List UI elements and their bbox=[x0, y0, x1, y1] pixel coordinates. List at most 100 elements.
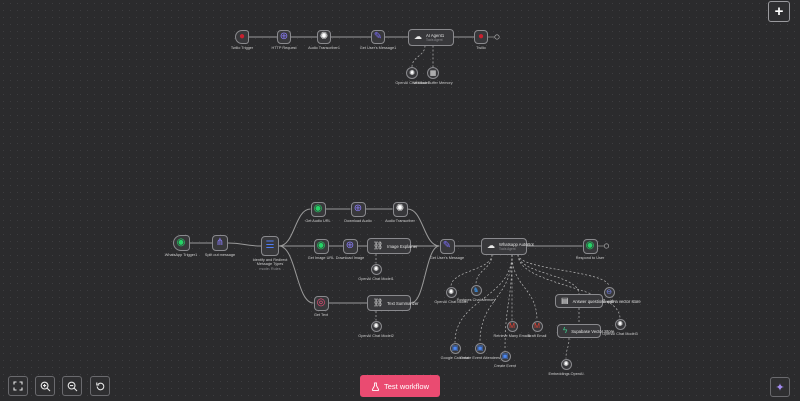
link-icon: ⛓ bbox=[373, 241, 384, 250]
node-download-image[interactable]: ⊕ bbox=[342, 238, 358, 254]
serpapi-icon: ⊖ bbox=[606, 288, 612, 296]
node-identify-message-types[interactable]: ☰ bbox=[261, 236, 279, 256]
ask-ai-button[interactable]: ✦ bbox=[770, 377, 790, 397]
node-http-request[interactable]: ⊕ bbox=[277, 30, 291, 44]
node-sublabel: mode: Rules bbox=[259, 266, 281, 271]
node-whatsapp-trigger[interactable]: ◉ bbox=[172, 235, 190, 251]
zoom-out-button[interactable] bbox=[62, 376, 82, 396]
node-twilio[interactable]: ● bbox=[474, 30, 488, 44]
add-node-button[interactable]: + bbox=[768, 1, 790, 22]
node-label: Get User's Message bbox=[425, 256, 469, 260]
connector-identify-message-types-get-audio-url[interactable] bbox=[278, 208, 311, 247]
connector-identify-message-types-get-text[interactable] bbox=[278, 245, 314, 304]
connector-text-summarizer-get-users-message-main[interactable] bbox=[410, 245, 440, 304]
node-openai-chat-model-main[interactable]: ✺ bbox=[445, 286, 457, 298]
node-postgres-chat-memory[interactable]: ♞ bbox=[470, 284, 482, 296]
ai-connector-whatsapp-autobot-create-event-attendees[interactable] bbox=[479, 254, 513, 343]
sparkle-icon: ✦ bbox=[775, 381, 785, 394]
node-openai-chat-model2[interactable]: ✺ bbox=[370, 320, 382, 332]
zoom-to-fit-button[interactable] bbox=[8, 376, 28, 396]
add-next-node-handle[interactable] bbox=[603, 243, 609, 249]
node-openai-chat-model-top[interactable]: ✺ bbox=[406, 67, 418, 79]
zoom-in-button[interactable] bbox=[35, 376, 55, 396]
node-split-out-message[interactable]: ⋔ bbox=[212, 235, 228, 251]
node-label: HTTP Request bbox=[262, 46, 306, 50]
node-label: SerpAPI bbox=[587, 300, 631, 304]
switch-icon: ☰ bbox=[265, 240, 275, 251]
node-label: Download Audio bbox=[336, 219, 380, 223]
node-label-text: Twilio bbox=[476, 46, 486, 50]
gmail-icon: M bbox=[509, 322, 515, 330]
node-label-text: SerpAPI bbox=[601, 299, 617, 304]
node-label: Get User's Message1 bbox=[356, 46, 400, 50]
node-answer-questions[interactable]: ▤Answer questions with a vector store bbox=[555, 294, 641, 308]
node-label-text: Respond to User bbox=[575, 255, 605, 260]
whatsapp-icon: ◉ bbox=[316, 240, 326, 251]
node-text-summarizer[interactable]: ⛓Text Summarizer bbox=[367, 295, 419, 311]
openai-icon: ✺ bbox=[395, 203, 405, 214]
pencil-icon: ✎ bbox=[442, 240, 452, 251]
node-label-text: OpenAI Chat Model1 bbox=[358, 276, 394, 281]
node-label: Google Calendar bbox=[433, 356, 477, 360]
node-window-buffer-memory[interactable]: ▦ bbox=[427, 67, 439, 79]
node-label-text: Get User's Message1 bbox=[359, 46, 397, 50]
ai-connector-whatsapp-autobot-postgres-chat-memory[interactable] bbox=[475, 254, 493, 285]
node-label: Get Text bbox=[299, 313, 343, 317]
reset-icon bbox=[95, 382, 104, 390]
node-get-image-url[interactable]: ◉ bbox=[313, 238, 329, 254]
node-get-users-message-top[interactable]: ✎ bbox=[371, 30, 385, 44]
ai-connector-whatsapp-autobot-openai-chat-model-main[interactable] bbox=[450, 254, 493, 287]
node-respond-to-user[interactable]: ◉ bbox=[582, 238, 598, 254]
node-serpapi[interactable]: ⊖ bbox=[603, 286, 615, 298]
node-label-text: Identify and Redirect Message Types bbox=[252, 258, 288, 267]
node-image-explainer[interactable]: ⛓Image Explainer bbox=[367, 238, 417, 254]
node-create-event[interactable]: ▣ bbox=[499, 350, 511, 362]
node-audio-transcriber-main[interactable]: ✺ bbox=[392, 201, 408, 217]
node-get-text[interactable]: ◎ bbox=[313, 295, 329, 311]
calendar-icon: ▣ bbox=[476, 344, 484, 352]
node-label: OpenAI Chat Model1 bbox=[354, 277, 398, 281]
ai-connector-whatsapp-autobot-serpapi[interactable] bbox=[517, 254, 610, 287]
node-download-audio[interactable]: ⊕ bbox=[350, 201, 366, 217]
node-label-text: Audio Transcriber bbox=[385, 218, 415, 223]
node-label-text: Window Buffer Memory bbox=[413, 81, 453, 85]
ai-connector-ai-agent-top-openai-chat-model-top[interactable] bbox=[411, 45, 426, 68]
node-audio-transcriber[interactable]: ✺ bbox=[317, 30, 331, 44]
add-next-node-handle[interactable] bbox=[494, 34, 500, 40]
node-label: Window Buffer Memory bbox=[411, 81, 455, 85]
test-workflow-button[interactable]: Test workflow bbox=[360, 375, 440, 397]
ai-connector-whatsapp-autobot-answer-questions[interactable] bbox=[517, 254, 580, 295]
flask-icon bbox=[371, 381, 380, 391]
node-retrieve-many-emails[interactable]: M bbox=[506, 320, 518, 332]
calendar-icon: ▣ bbox=[501, 352, 509, 360]
ai-connector-whatsapp-autobot-draft-email[interactable] bbox=[511, 254, 538, 321]
node-label-text: Create Event Attendees bbox=[459, 355, 501, 360]
globe-icon: ⊕ bbox=[345, 240, 355, 251]
node-label: Get Audio URL bbox=[296, 219, 340, 223]
node-openai-chat-model3[interactable]: ✺ bbox=[614, 318, 626, 330]
connector-split-out-message-identify-message-types[interactable] bbox=[227, 242, 262, 247]
node-create-event-attendees[interactable]: ▣ bbox=[474, 342, 486, 354]
node-google-calendar[interactable]: ▣ bbox=[449, 342, 461, 354]
ai-connector-whatsapp-autobot-google-calendar[interactable] bbox=[454, 254, 513, 343]
connector-audio-transcriber-main-get-users-message-main[interactable] bbox=[407, 208, 440, 247]
node-label-text: Draft Email bbox=[527, 333, 547, 338]
node-label: Postgres Chat Memory bbox=[454, 298, 498, 302]
node-label-text: Embeddings OpenAI bbox=[548, 371, 584, 376]
node-twilio-trigger[interactable]: ● bbox=[235, 30, 249, 44]
node-draft-email[interactable]: M bbox=[531, 320, 543, 332]
node-label-text: WhatsApp Trigger1 bbox=[164, 253, 198, 257]
reset-zoom-button[interactable] bbox=[90, 376, 110, 396]
node-embeddings-openai[interactable]: ✺ bbox=[560, 358, 572, 370]
node-get-audio-url[interactable]: ◉ bbox=[310, 201, 326, 217]
node-openai-chat-model1[interactable]: ✺ bbox=[370, 263, 382, 275]
node-get-users-message-main[interactable]: ✎ bbox=[439, 238, 455, 254]
twilio-icon: ● bbox=[238, 31, 246, 42]
ai-connector-supabase-vector-store-embeddings-openai[interactable] bbox=[565, 337, 570, 359]
ai-connector-whatsapp-autobot-openai-chat-model3[interactable] bbox=[517, 254, 621, 319]
